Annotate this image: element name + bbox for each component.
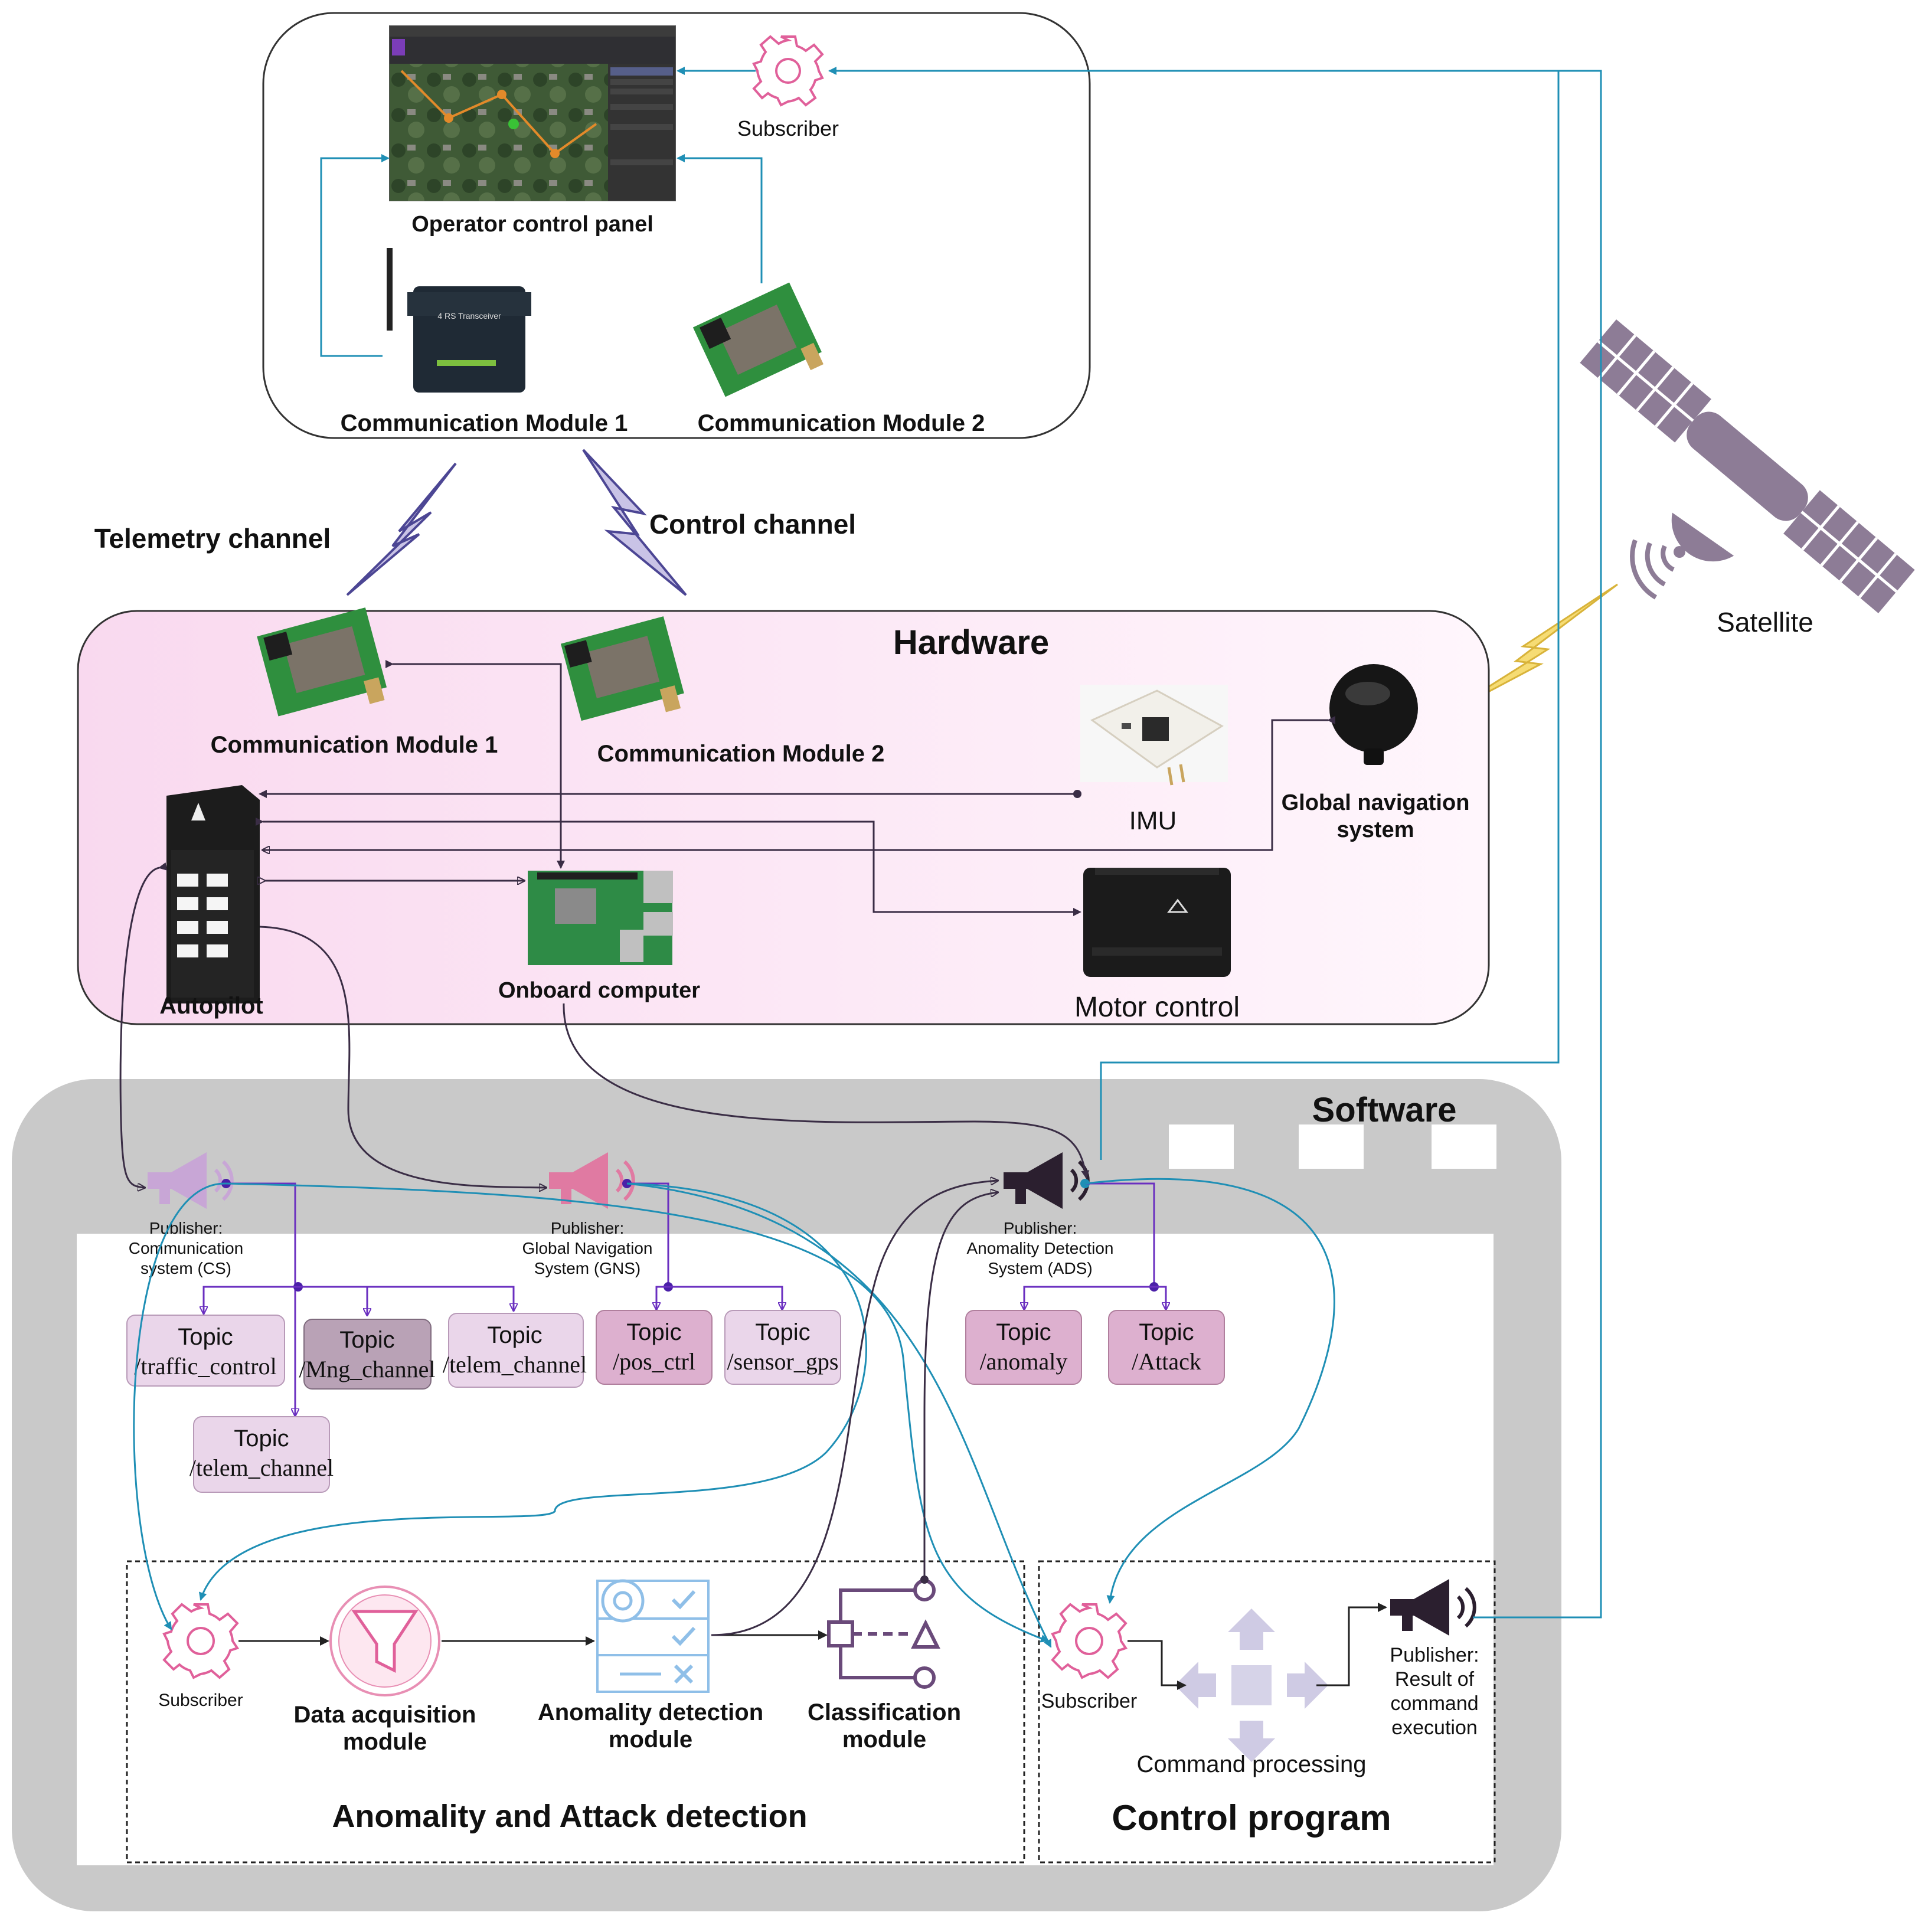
data-acquisition-label-2: module bbox=[343, 1729, 427, 1755]
control-program-dashed-box bbox=[1038, 1560, 1496, 1864]
classification-module-label-1: Classification bbox=[808, 1699, 961, 1725]
comm-module-2-board-icon-top bbox=[692, 282, 823, 397]
onboard-computer-icon bbox=[528, 871, 673, 965]
command-processing-icon bbox=[1175, 1609, 1328, 1762]
anomaly-detection-title: Anomality and Attack detection bbox=[332, 1799, 807, 1834]
satellite-label: Satellite bbox=[1717, 607, 1813, 638]
topic-mng-channel-line-1: Topic bbox=[339, 1327, 394, 1353]
imu-label: IMU bbox=[1129, 806, 1177, 835]
topic-telem-channel-line-1: Topic bbox=[487, 1322, 542, 1348]
control-program-title: Control program bbox=[1112, 1798, 1391, 1838]
topic-traffic-control-line-1: Topic bbox=[178, 1324, 233, 1350]
anomaly-detection-module-label-1: Anomality detection bbox=[538, 1699, 763, 1725]
comm-module-1-router-icon: 4 RS Transceiver bbox=[387, 248, 531, 393]
pub-ads-line-2: Anomality Detection bbox=[966, 1239, 1113, 1257]
pub-gns-line-1: Publisher: bbox=[551, 1219, 625, 1237]
gns-label-line-1: Global navigation bbox=[1282, 790, 1470, 815]
megaphone-icon-ads bbox=[1004, 1152, 1090, 1209]
hardware-title: Hardware bbox=[893, 623, 1049, 662]
topic-anomaly-line-2: /anomaly bbox=[980, 1348, 1068, 1375]
pub-result-line-2: Result of bbox=[1395, 1668, 1475, 1691]
pub-ads-line-1: Publisher: bbox=[1004, 1219, 1077, 1237]
topic-attack-line-2: /Attack bbox=[1132, 1348, 1201, 1375]
subscriber-gear-icon-detection bbox=[162, 1603, 240, 1679]
satellite-icon bbox=[1580, 319, 1915, 613]
operator-control-panel-label: Operator control panel bbox=[411, 212, 653, 237]
subscriber-gear-icon bbox=[752, 35, 824, 107]
topic-box-attack bbox=[1108, 1310, 1225, 1385]
topic-mng-channel-line-2: /Mng_channel bbox=[299, 1356, 435, 1382]
telemetry-channel-label: Telemetry channel bbox=[94, 523, 331, 554]
control-channel-label: Control channel bbox=[649, 509, 856, 540]
checklist-gear-icon bbox=[596, 1579, 710, 1693]
operator-control-panel-screenshot bbox=[389, 25, 676, 201]
topic-telem-channel-2-line-1: Topic bbox=[234, 1426, 289, 1452]
comm-module-1-top-label: Communication Module 1 bbox=[341, 410, 628, 436]
funnel-icon bbox=[329, 1586, 440, 1696]
command-processing-label: Command processing bbox=[1136, 1751, 1366, 1777]
comm-module-2-board-icon bbox=[560, 616, 684, 721]
control-bolt-icon bbox=[582, 449, 687, 596]
topic-sensor-gps-line-1: Topic bbox=[755, 1319, 810, 1345]
anomaly-detection-module-label-2: module bbox=[609, 1727, 692, 1753]
topic-sensor-gps-line-2: /sensor_gps bbox=[727, 1348, 839, 1375]
pub-ads-line-3: System (ADS) bbox=[988, 1259, 1092, 1277]
classification-module-label-2: module bbox=[842, 1727, 926, 1753]
topic-telem-channel-line-2: /telem_channel bbox=[443, 1351, 587, 1378]
anomaly-detection-dashed-box bbox=[126, 1560, 1025, 1864]
topic-box-telem-channel bbox=[448, 1313, 584, 1388]
software-window-tab-2 bbox=[1299, 1124, 1364, 1169]
subscriber-gear-icon-control bbox=[1051, 1603, 1128, 1679]
topic-box-anomaly bbox=[965, 1310, 1082, 1385]
svg-text:4 RS Transceiver: 4 RS Transceiver bbox=[437, 311, 501, 321]
autopilot-label: Autopilot bbox=[159, 993, 263, 1019]
comm-module-1-hw-label: Communication Module 1 bbox=[211, 732, 498, 758]
pub-gns-line-2: Global Navigation bbox=[522, 1239, 652, 1257]
classification-tree-icon bbox=[827, 1579, 940, 1689]
topic-attack-line-1: Topic bbox=[1139, 1319, 1194, 1345]
data-acquisition-label-1: Data acquisition bbox=[294, 1702, 476, 1728]
pub-result-line-1: Publisher: bbox=[1390, 1644, 1479, 1666]
megaphone-icon-result bbox=[1390, 1579, 1476, 1636]
subscriber-label-top: Subscriber bbox=[737, 116, 839, 140]
topic-box-sensor-gps bbox=[724, 1310, 841, 1385]
onboard-computer-label: Onboard computer bbox=[498, 978, 700, 1003]
subscriber-label-detection: Subscriber bbox=[158, 1691, 243, 1710]
topic-box-mng-channel bbox=[303, 1319, 432, 1390]
topic-anomaly-line-1: Topic bbox=[996, 1319, 1051, 1345]
telemetry-bolt-icon bbox=[346, 462, 457, 596]
software-title: Software bbox=[1312, 1091, 1457, 1129]
software-window-tab-3 bbox=[1432, 1124, 1496, 1169]
topic-box-traffic-control bbox=[126, 1315, 285, 1387]
subscriber-label-control: Subscriber bbox=[1041, 1690, 1138, 1712]
pub-result-line-4: execution bbox=[1391, 1717, 1478, 1739]
topic-pos-ctrl-line-2: /pos_ctrl bbox=[613, 1348, 695, 1375]
pub-cs-line-2: Communication bbox=[129, 1239, 244, 1257]
topic-telem-channel-2-line-2: /telem_channel bbox=[189, 1454, 334, 1481]
autopilot-icon bbox=[166, 785, 260, 1003]
topic-box-telem-channel-2 bbox=[193, 1416, 330, 1493]
megaphone-icon-cs bbox=[148, 1152, 234, 1209]
gns-label-line-2: system bbox=[1337, 818, 1414, 842]
comm-module-2-hw-label: Communication Module 2 bbox=[597, 741, 885, 767]
software-window-tab-1 bbox=[1169, 1124, 1234, 1169]
pub-cs-line-1: Publisher: bbox=[149, 1219, 223, 1237]
comm-module-2-top-label: Communication Module 2 bbox=[698, 410, 985, 436]
pub-result-line-3: command bbox=[1390, 1692, 1478, 1715]
comm-module-1-board-icon bbox=[257, 607, 387, 717]
ground-station-box bbox=[262, 12, 1091, 439]
topic-traffic-control-line-2: /traffic_control bbox=[134, 1353, 276, 1379]
gns-module-icon bbox=[1329, 664, 1418, 765]
imu-sensor-icon bbox=[1080, 685, 1228, 786]
motor-control-label: Motor control bbox=[1074, 992, 1240, 1023]
topic-box-pos-ctrl bbox=[596, 1310, 713, 1385]
pub-gns-line-3: System (GNS) bbox=[534, 1259, 640, 1277]
motor-control-icon bbox=[1083, 868, 1231, 977]
topic-pos-ctrl-line-1: Topic bbox=[626, 1319, 681, 1345]
